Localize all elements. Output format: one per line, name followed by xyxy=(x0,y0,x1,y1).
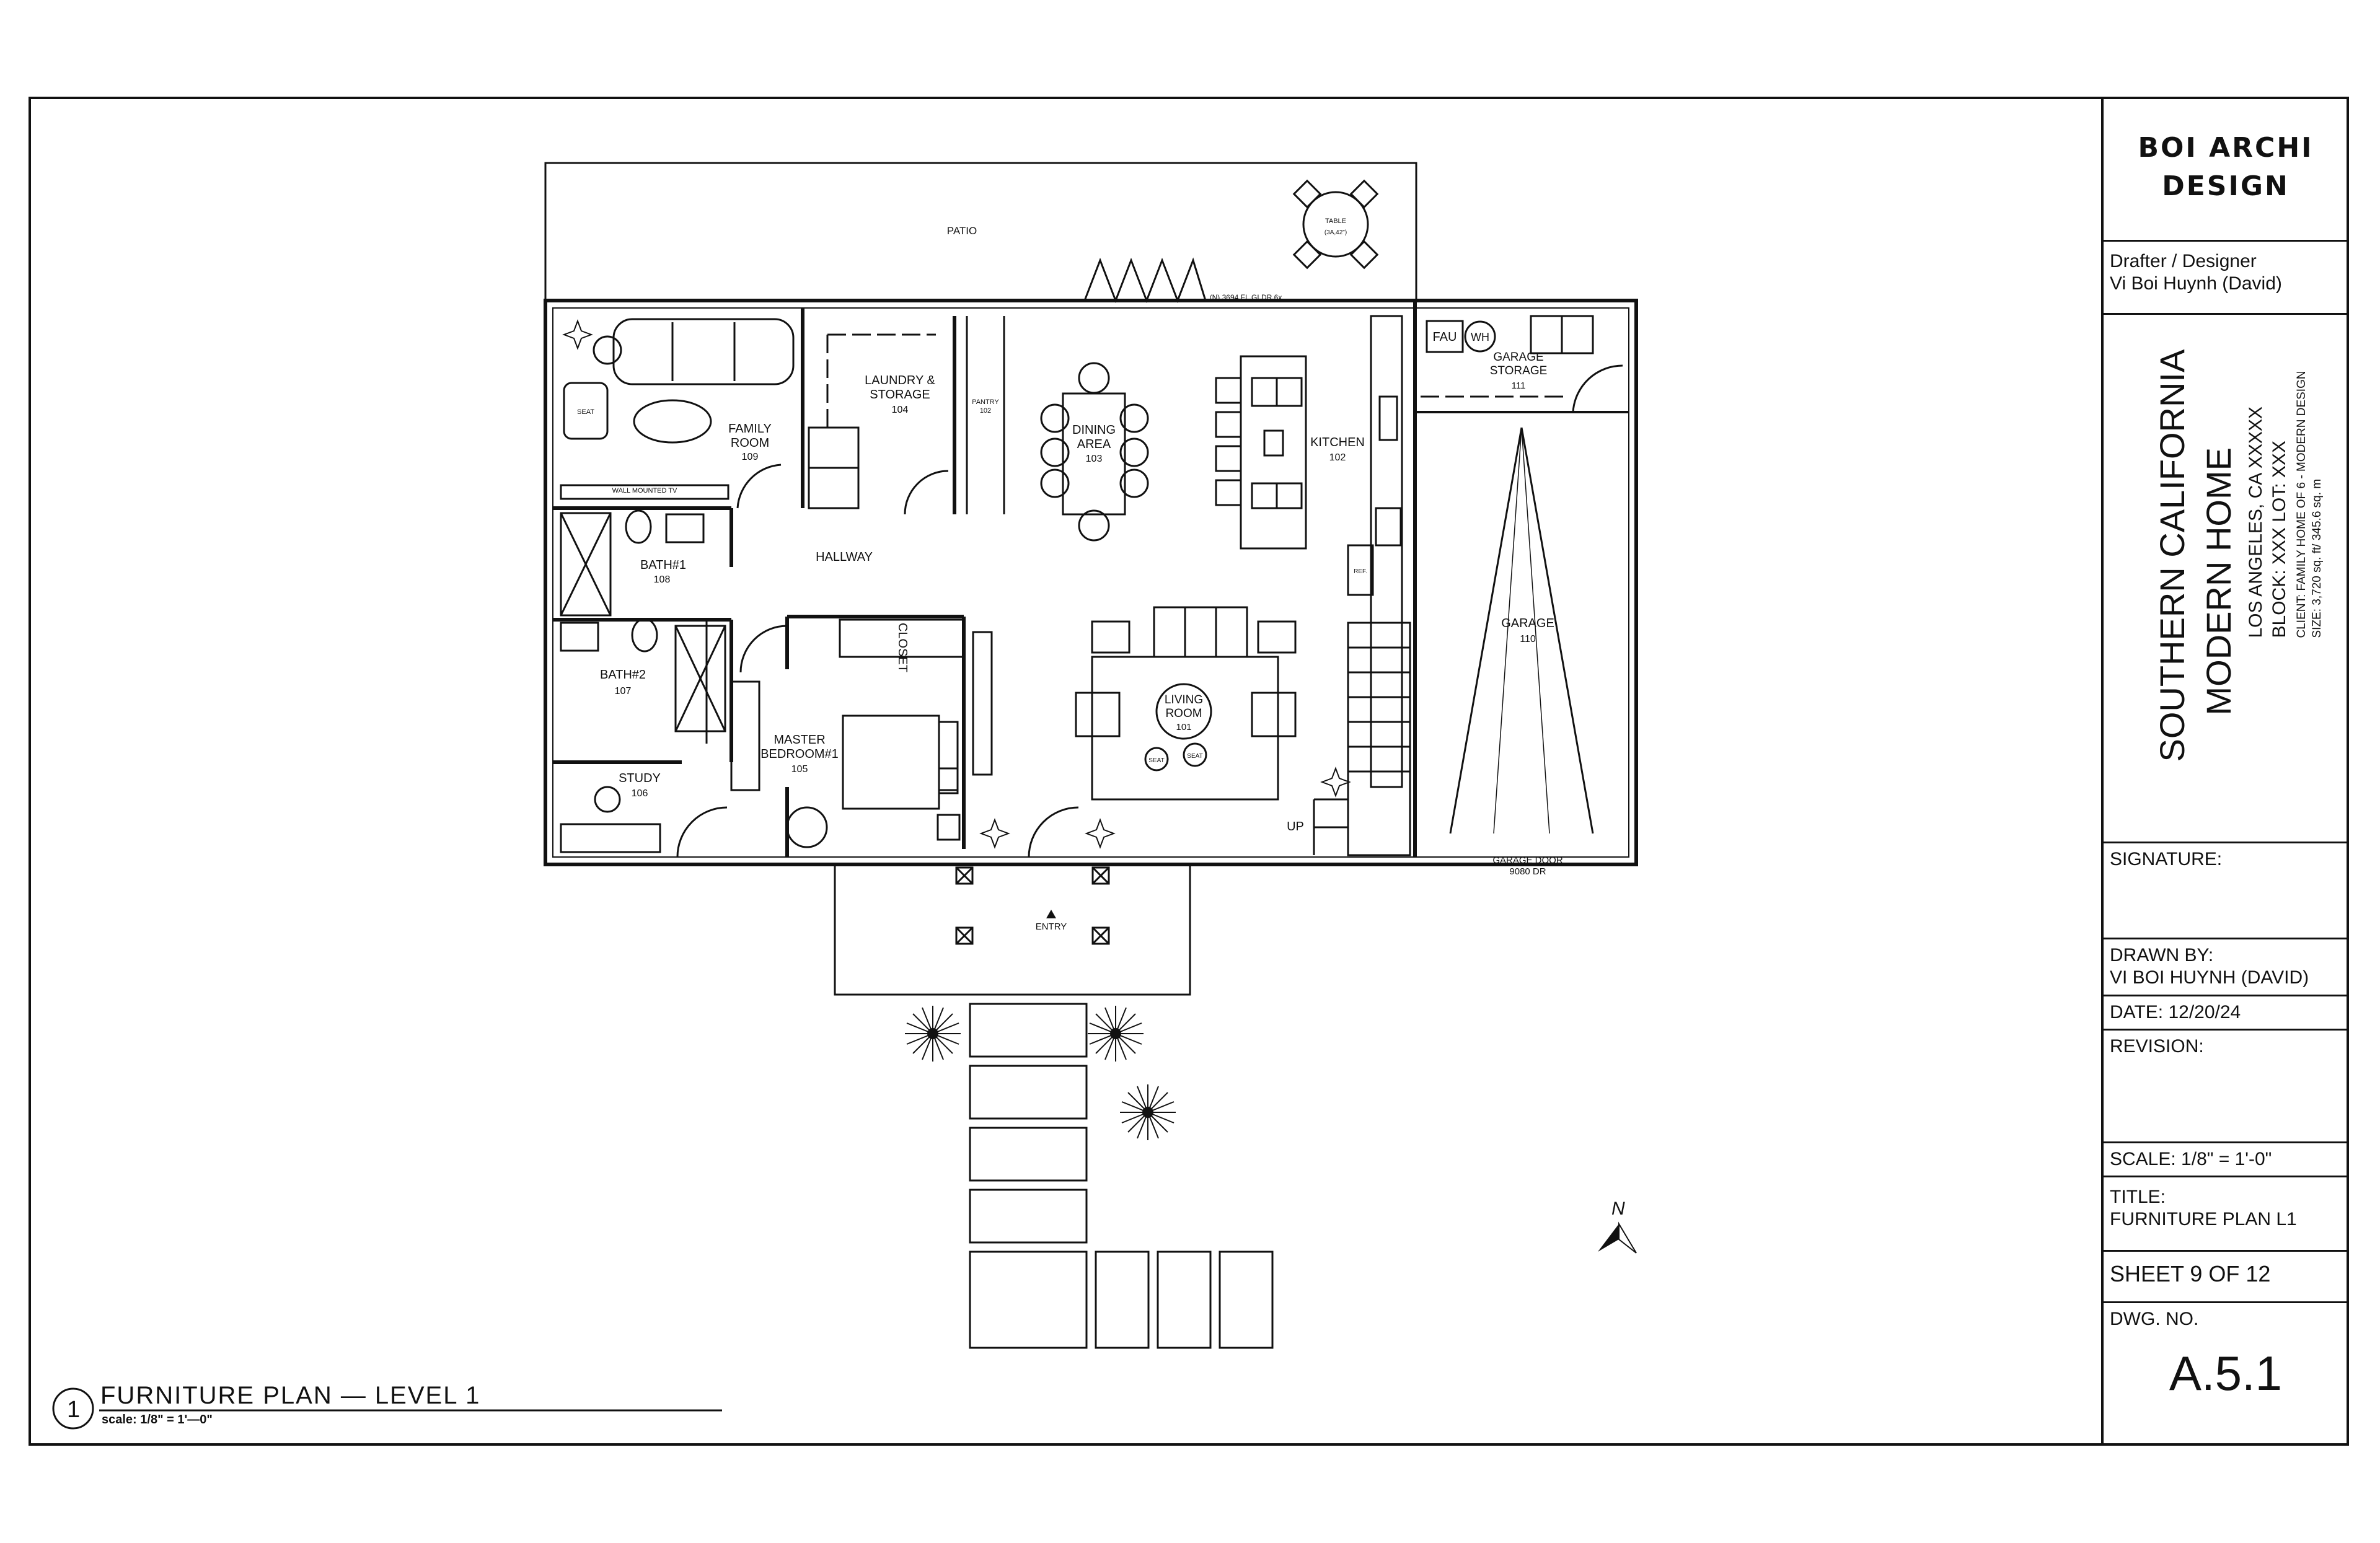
label-bath1: BATH#1 xyxy=(640,558,686,572)
north-label: N xyxy=(1611,1198,1625,1219)
drawn-by-cell: DRAWN BY: VI BOI HUYNH (DAVID) xyxy=(2104,939,2348,996)
label-patio: PATIO xyxy=(947,225,977,237)
date-cell: DATE: 12/20/24 xyxy=(2104,996,2348,1031)
label-garage-storage-no: 111 xyxy=(1512,380,1526,391)
drawn-by-label: DRAWN BY: xyxy=(2110,945,2214,965)
paver xyxy=(969,1003,1088,1058)
label-closet: CLOSET xyxy=(896,623,909,672)
label-kitchen-no: 102 xyxy=(1329,452,1346,463)
label-wall-tv: WALL MOUNTED TV xyxy=(612,487,677,495)
label-seat: SEAT xyxy=(577,408,594,416)
label-pantry: PANTRY xyxy=(972,398,999,406)
label-hallway: HALLWAY xyxy=(816,550,873,564)
entry-porch xyxy=(834,863,1191,996)
label-pantry-no: 102 xyxy=(980,407,991,415)
label-laundry-no: 104 xyxy=(892,405,909,415)
firm-name: BOI ARCHI DESIGN xyxy=(2104,98,2348,242)
paver xyxy=(969,1127,1088,1182)
label-table-size: (3A,42") xyxy=(1324,229,1347,236)
dwg-cell: DWG. NO. A.5.1 xyxy=(2104,1303,2348,1444)
plan-number: 1 xyxy=(67,1397,80,1423)
label-dining-no: 103 xyxy=(1086,454,1103,464)
label-entry: ENTRY xyxy=(1036,921,1067,932)
title-block: BOI ARCHI DESIGN Drafter / Designer Vi B… xyxy=(2101,98,2348,1444)
label-laundry: LAUNDRY &STORAGE xyxy=(865,374,935,402)
title-value: FURNITURE PLAN L1 xyxy=(2110,1209,2297,1229)
master-bed xyxy=(842,714,940,810)
title-label: TITLE: xyxy=(2110,1187,2166,1207)
drawn-by-value: VI BOI HUYNH (DAVID) xyxy=(2110,967,2309,988)
project-info-rotated: SOUTHERN CALIFORNIA MODERN HOME LOS ANGE… xyxy=(2153,349,2324,762)
kitchen-island xyxy=(1240,355,1307,550)
revision-cell: REVISION: xyxy=(2104,1031,2348,1143)
sheet-border xyxy=(29,97,2349,1446)
label-bath1-no: 108 xyxy=(654,574,671,585)
patio-outline xyxy=(544,162,1417,302)
label-seat-living: SEAT xyxy=(1148,757,1164,764)
signature-label: SIGNATURE: xyxy=(2110,849,2223,869)
project-line-1: SOUTHERN CALIFORNIA xyxy=(2153,349,2192,762)
drafter-cell: Drafter / Designer Vi Boi Huynh (David) xyxy=(2104,242,2348,315)
plant-symbols xyxy=(562,319,1351,1140)
scale-value: SCALE: 1/8" = 1'-0" xyxy=(2110,1149,2272,1169)
firm-line-1: BOI ARCHI xyxy=(2138,132,2314,164)
label-up: UP xyxy=(1287,820,1304,833)
label-study: STUDY xyxy=(619,772,661,785)
paver xyxy=(969,1065,1088,1120)
paver xyxy=(969,1189,1088,1244)
project-client: CLIENT: FAMILY HOME OF 6 - MODERN DESIGN xyxy=(2295,371,2308,638)
plan-number-circle xyxy=(52,1387,94,1430)
paver xyxy=(1095,1251,1150,1349)
family-sofa xyxy=(612,318,795,385)
paver xyxy=(1219,1251,1274,1349)
label-fau: FAU xyxy=(1433,330,1457,344)
dwg-label: DWG. NO. xyxy=(2110,1309,2199,1329)
revision-label: REVISION: xyxy=(2110,1036,2204,1057)
plan-scale: scale: 1/8" = 1'—0" xyxy=(102,1413,213,1427)
label-master-no: 105 xyxy=(791,764,808,775)
label-kitchen: KITCHEN xyxy=(1310,436,1365,449)
plan-title: FURNITURE PLAN — LEVEL 1 xyxy=(100,1382,480,1409)
label-family-no: 109 xyxy=(742,452,759,462)
label-table: TABLE xyxy=(1325,218,1346,225)
label-garage-no: 110 xyxy=(1520,634,1536,644)
label-wh: WH xyxy=(1471,331,1489,343)
drafter-label: Drafter / Designer xyxy=(2110,251,2257,271)
project-size: SIZE: 3,720 sq. ft/ 345.6 sq. m xyxy=(2311,479,2324,638)
label-door-note: (N) 3694 FL.GLDR 6x xyxy=(1210,293,1282,302)
label-garage: GARAGE xyxy=(1501,617,1554,630)
project-location: LOS ANGELES, CA XXXXX xyxy=(2246,407,2266,638)
label-bath2-no: 107 xyxy=(615,686,632,697)
patio-table xyxy=(1302,191,1369,258)
label-study-no: 106 xyxy=(632,788,648,799)
title-cell: TITLE: FURNITURE PLAN L1 xyxy=(2104,1177,2348,1252)
paver xyxy=(1157,1251,1212,1349)
label-ref: REF. xyxy=(1354,568,1367,575)
sheet-cell: SHEET 9 OF 12 xyxy=(2104,1252,2348,1303)
signature-cell: SIGNATURE: xyxy=(2104,843,2348,939)
label-bath2: BATH#2 xyxy=(600,668,646,682)
sheet-value: SHEET 9 OF 12 xyxy=(2110,1261,2271,1286)
north-arrow-icon: N xyxy=(1598,1198,1637,1254)
label-living-no: 101 xyxy=(1176,722,1191,732)
scale-cell: SCALE: 1/8" = 1'-0" xyxy=(2104,1143,2348,1177)
label-seat-living-2: SEAT xyxy=(1187,753,1202,760)
project-cell: SOUTHERN CALIFORNIA MODERN HOME LOS ANGE… xyxy=(2104,315,2348,843)
firm-line-2: DESIGN xyxy=(2162,170,2290,202)
date-value: DATE: 12/20/24 xyxy=(2110,1002,2241,1022)
project-block-lot: BLOCK: XXX LOT: XXX xyxy=(2269,441,2290,638)
project-line-2: MODERN HOME xyxy=(2199,447,2238,715)
paver xyxy=(969,1251,1088,1349)
house-inner-wall xyxy=(552,307,1629,858)
drafter-name: Vi Boi Huynh (David) xyxy=(2110,273,2282,294)
dwg-value: A.5.1 xyxy=(2169,1346,2283,1400)
